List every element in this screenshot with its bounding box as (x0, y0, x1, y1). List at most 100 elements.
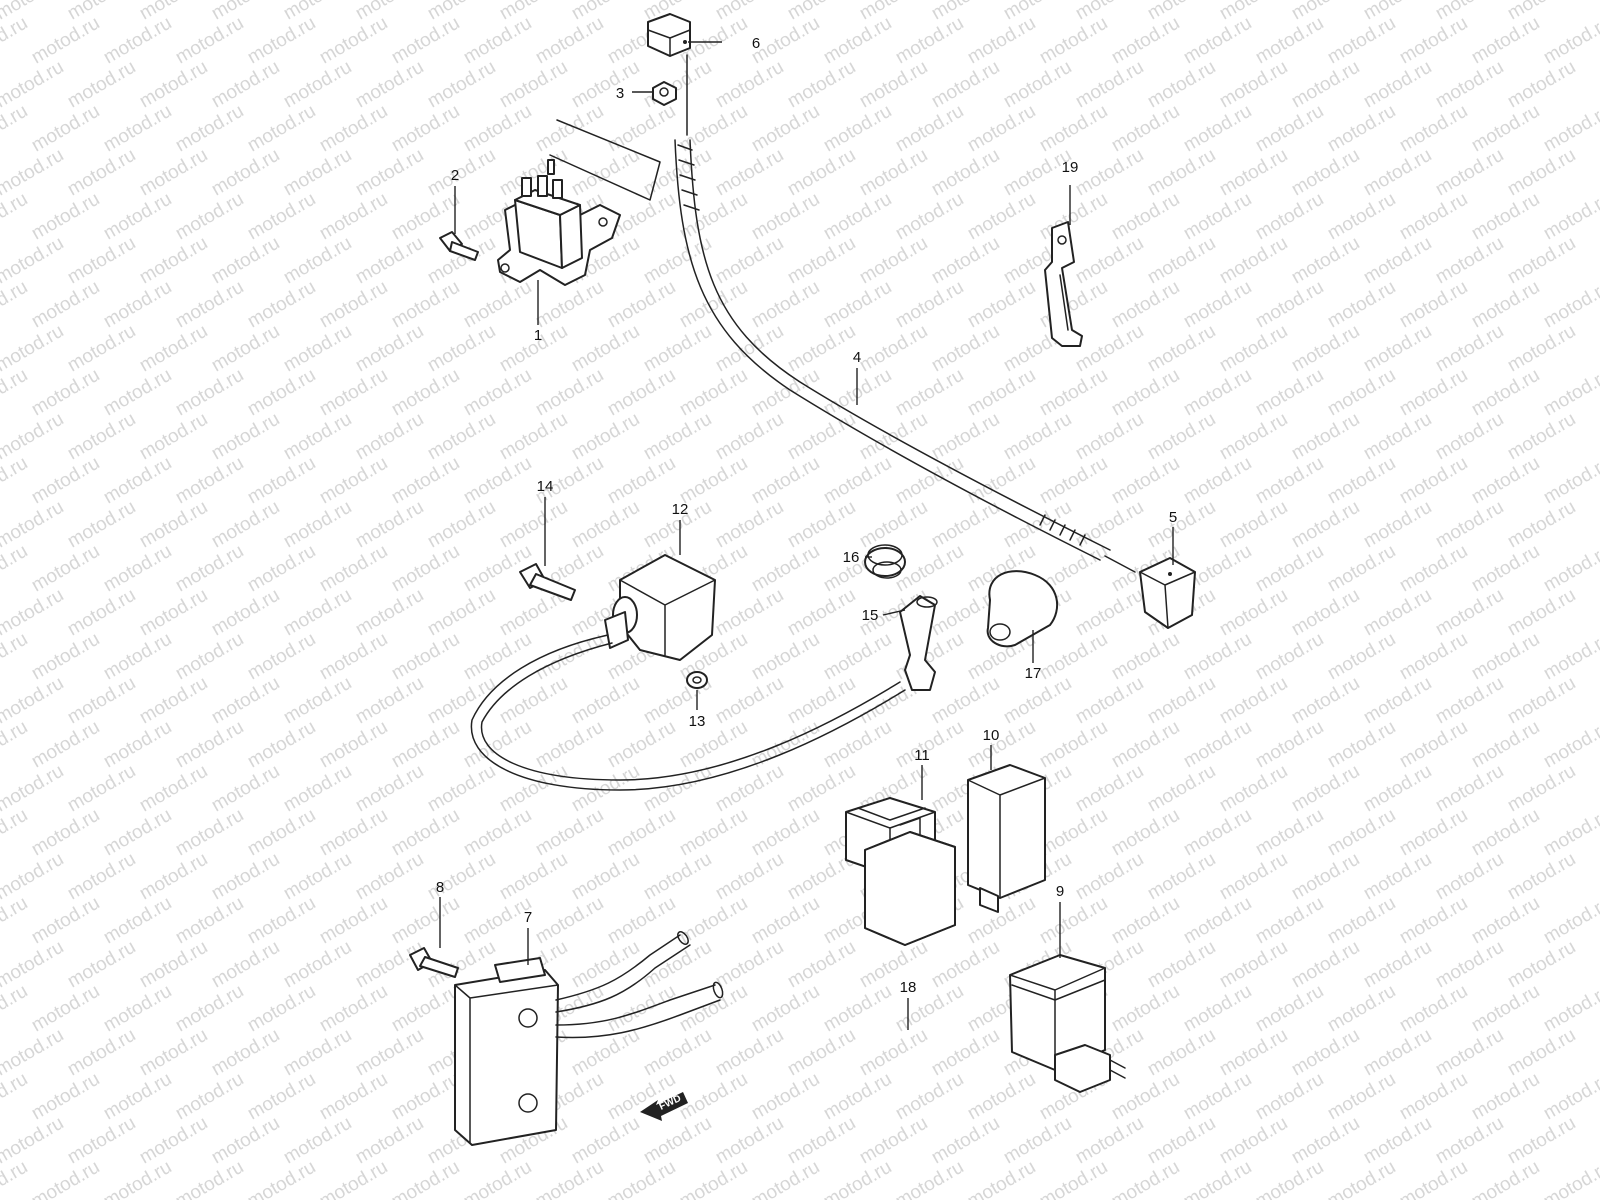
watermark-text: motod.ru (1324, 805, 1399, 861)
watermark-text: motod.ru (1000, 497, 1075, 553)
watermark-text: motod.ru (208, 409, 283, 465)
watermark-text: motod.ru (964, 189, 1039, 245)
regulator-bolt (409, 947, 459, 978)
watermark-text: motod.ru (892, 101, 967, 157)
watermark-text: motod.ru (352, 57, 427, 113)
watermark-text: motod.ru (0, 189, 31, 245)
watermark-text: motod.ru (748, 629, 823, 685)
watermark-text: motod.ru (820, 1157, 895, 1200)
watermark-text: motod.ru (1144, 1025, 1219, 1081)
watermark-text: motod.ru (1468, 1157, 1543, 1200)
watermark-text: motod.ru (0, 717, 31, 773)
watermark-text: motod.ru (244, 277, 319, 333)
watermark-text: motod.ru (532, 893, 607, 949)
watermark-text: motod.ru (64, 233, 139, 289)
watermark-text: motod.ru (640, 1113, 715, 1169)
watermark-text: motod.ru (496, 849, 571, 905)
watermark-text: motod.ru (856, 937, 931, 993)
watermark-text: motod.ru (640, 1025, 715, 1081)
watermark-text: motod.ru (352, 0, 427, 24)
watermark-text: motod.ru (0, 1069, 31, 1125)
watermark-text: motod.ru (1396, 189, 1471, 245)
watermark-text: motod.ru (460, 277, 535, 333)
watermark-text: motod.ru (1360, 585, 1435, 641)
watermark-text: motod.ru (352, 409, 427, 465)
watermark-text: motod.ru (1324, 1157, 1399, 1200)
watermark-text: motod.ru (1432, 497, 1507, 553)
watermark-text: motod.ru (712, 57, 787, 113)
watermark-text: motod.ru (532, 277, 607, 333)
watermark-text: motod.ru (424, 585, 499, 641)
watermark-text: motod.ru (1108, 805, 1183, 861)
watermark-text: motod.ru (0, 893, 31, 949)
watermark-text: motod.ru (0, 585, 67, 641)
watermark-text: motod.ru (928, 937, 1003, 993)
watermark-text: motod.ru (28, 189, 103, 245)
watermark-text: motod.ru (1180, 101, 1255, 157)
watermark-text: motod.ru (1216, 57, 1291, 113)
watermark-text: motod.ru (352, 761, 427, 817)
watermark-text: motod.ru (1468, 805, 1543, 861)
callout-labels: 1 2 3 4 5 6 7 8 9 10 11 12 13 14 15 16 1… (436, 35, 1177, 996)
watermark-text: motod.ru (316, 453, 391, 509)
watermark-text: motod.ru (604, 1157, 679, 1200)
callout-18: 18 (900, 979, 917, 996)
watermark-text: motod.ru (172, 277, 247, 333)
watermark-text: motod.ru (352, 497, 427, 553)
watermark-text: motod.ru (1072, 673, 1147, 729)
watermark-text: motod.ru (748, 541, 823, 597)
watermark-text: motod.ru (640, 57, 715, 113)
watermark-text: motod.ru (172, 1069, 247, 1125)
watermark-text: motod.ru (0, 673, 67, 729)
watermark-text: motod.ru (1144, 761, 1219, 817)
watermark-text: motod.ru (1216, 937, 1291, 993)
callout-5: 5 (1169, 509, 1177, 526)
watermark-text: motod.ru (1324, 717, 1399, 773)
watermark-text: motod.ru (316, 981, 391, 1037)
watermark-text: motod.ru (64, 1113, 139, 1169)
watermark-text: motod.ru (1324, 629, 1399, 685)
watermark-text: motod.ru (712, 409, 787, 465)
watermark-text: motod.ru (0, 497, 67, 553)
watermark-text: motod.ru (316, 189, 391, 245)
watermark-text: motod.ru (64, 0, 139, 24)
watermark-text: motod.ru (748, 717, 823, 773)
watermark-text: motod.ru (172, 981, 247, 1037)
watermark-text: motod.ru (1288, 1025, 1363, 1081)
watermark-text: motod.ru (496, 761, 571, 817)
watermark-text: motod.ru (1252, 1069, 1327, 1125)
watermark-text: motod.ru (388, 1069, 463, 1125)
watermark-text: motod.ru (1504, 497, 1579, 553)
watermark-text: motod.ru (1432, 1113, 1507, 1169)
watermark-text: motod.ru (1432, 937, 1507, 993)
watermark-text: motod.ru (1000, 0, 1075, 24)
watermark-text: motod.ru (1432, 849, 1507, 905)
watermark-text: motod.ru (640, 937, 715, 993)
watermark-text: motod.ru (1324, 1069, 1399, 1125)
watermark-text: motod.ru (1468, 365, 1543, 421)
watermark-text: motod.ru (100, 277, 175, 333)
relay-9 (1009, 954, 1126, 1093)
watermark-text: motod.ru (352, 145, 427, 201)
watermark-text: motod.ru (1072, 233, 1147, 289)
ignition-coil (470, 554, 906, 791)
watermark-text: motod.ru (28, 805, 103, 861)
watermark-text: motod.ru (136, 673, 211, 729)
watermark-text: motod.ru (1144, 937, 1219, 993)
watermark-text: motod.ru (1468, 541, 1543, 597)
watermark-text: motod.ru (280, 0, 355, 24)
watermark-text: motod.ru (856, 497, 931, 553)
watermark-text: motod.ru (64, 585, 139, 641)
watermark-text: motod.ru (1036, 189, 1111, 245)
callout-4: 4 (853, 349, 861, 366)
watermark-text: motod.ru (1252, 981, 1327, 1037)
watermark-text: motod.ru (28, 277, 103, 333)
watermark-text: motod.ru (1360, 409, 1435, 465)
watermark-text: motod.ru (424, 321, 499, 377)
watermark-text: motod.ru (1396, 453, 1471, 509)
watermark-text: motod.ru (352, 233, 427, 289)
watermark-text: motod.ru (1288, 585, 1363, 641)
watermark-text: motod.ru (856, 1113, 931, 1169)
watermark-text: motod.ru (460, 101, 535, 157)
